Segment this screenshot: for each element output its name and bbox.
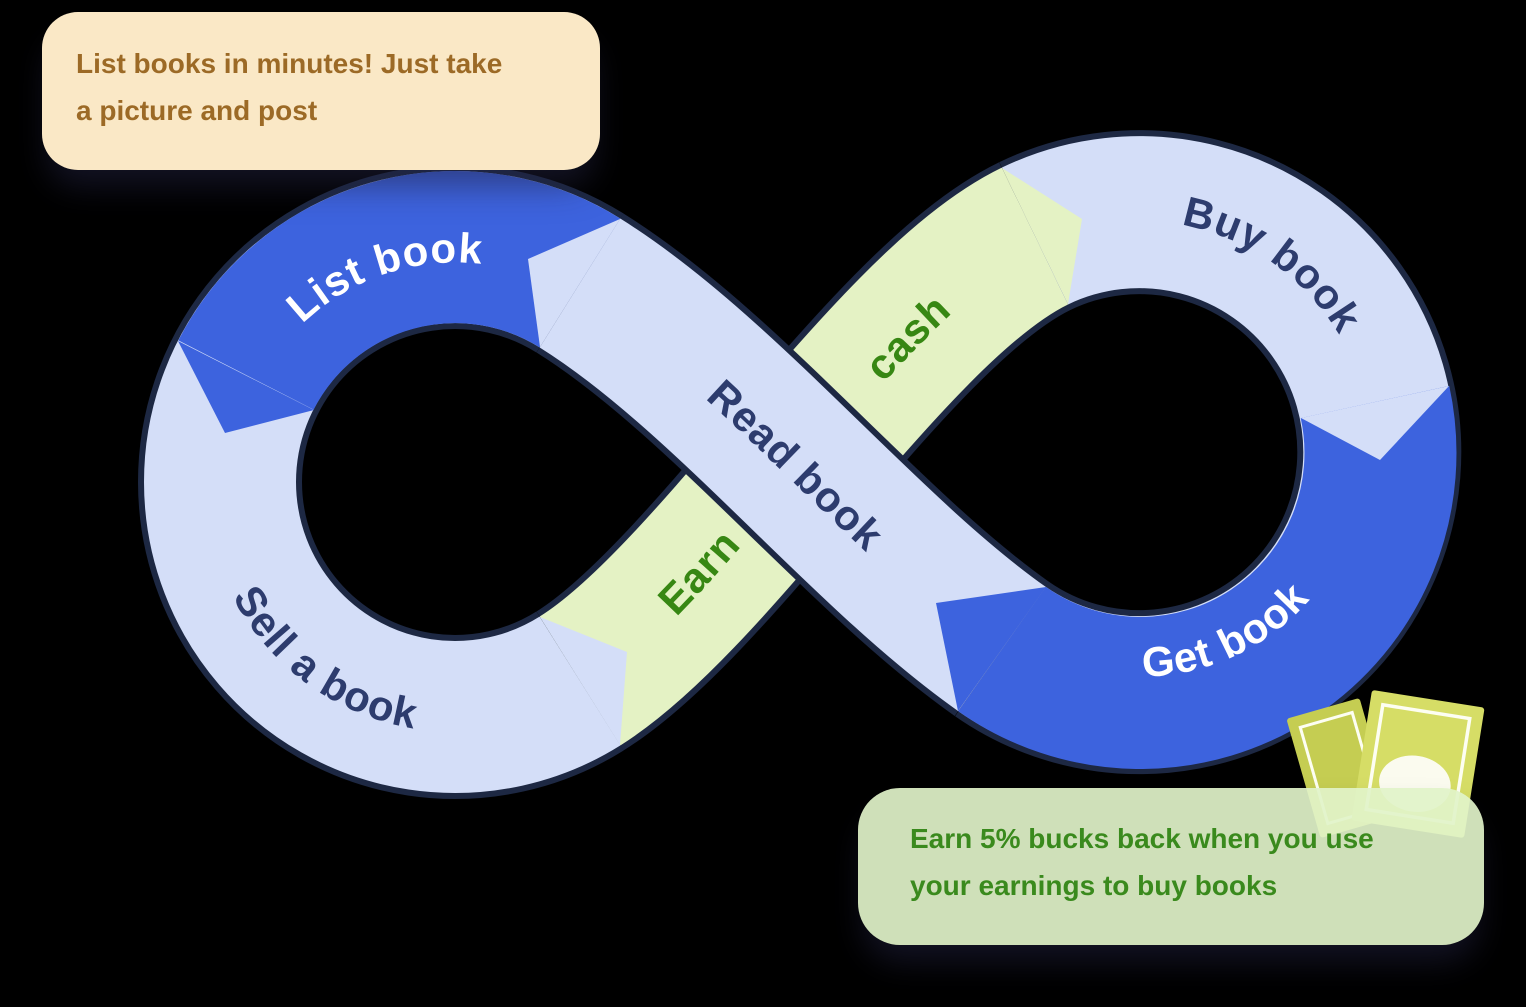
sell-to-earn-arrowhead [540,617,627,745]
get-to-read-arrowhead [936,587,1046,711]
list-to-sell-arrowhead [178,341,314,433]
cash-to-buy-arrowhead [1002,168,1082,304]
earnings-tip-line-1: Earn 5% bucks back when you use [910,823,1374,854]
read-to-list-arrowhead [528,219,620,347]
buy-to-get-arrowhead [1301,386,1449,460]
listing-tip-callout: List books in minutes! Just take a pictu… [42,12,600,170]
listing-tip-line-1: List books in minutes! Just take [76,48,503,79]
earnings-tip-callout: Earn 5% bucks back when you use your ear… [858,788,1484,945]
earnings-tip-line-2: your earnings to buy books [910,870,1278,901]
listing-tip-line-2: a picture and post [76,95,318,126]
get-book-segment [958,385,1457,769]
